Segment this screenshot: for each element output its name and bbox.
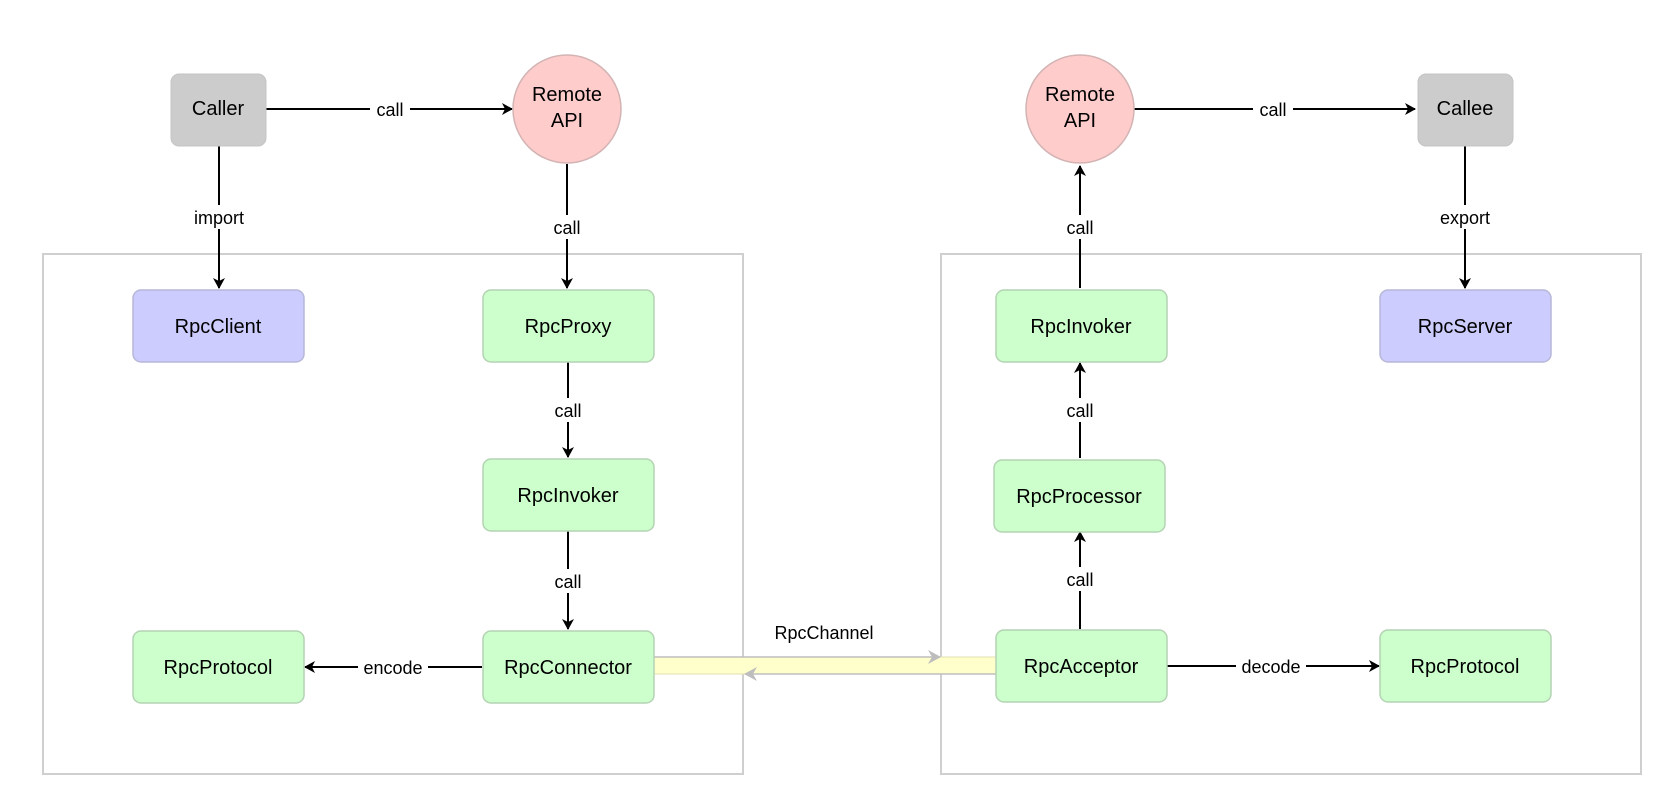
edge-label-text: decode <box>1241 657 1300 677</box>
node-rpc-client: RpcClient <box>132 289 305 363</box>
node-caller: Caller <box>170 73 267 147</box>
edge-label-encode: encode <box>358 655 428 679</box>
node-rpc-protocol-right-label: RpcProtocol <box>1411 656 1520 678</box>
edge-label-text: call <box>1066 218 1093 238</box>
edge-label-text: call <box>1066 570 1093 590</box>
edge-label-api-proxy-call: call <box>547 215 587 239</box>
node-rpc-connector: RpcConnector <box>482 630 655 704</box>
edge-label-import: import <box>185 205 253 229</box>
node-remote-api-left-line1: Remote <box>532 84 602 106</box>
edge-label-processor-invoker-call: call <box>1060 398 1100 422</box>
node-remote-api-left: Remote API <box>512 54 622 164</box>
node-rpc-acceptor-label: RpcAcceptor <box>1024 656 1139 678</box>
edge-label-text: call <box>1259 100 1286 120</box>
node-caller-label: Caller <box>192 98 245 120</box>
node-rpc-invoker-left: RpcInvoker <box>482 458 655 532</box>
edge-label-api-callee-call: call <box>1253 97 1293 121</box>
edge-label-text: call <box>554 572 581 592</box>
node-remote-api-right: Remote API <box>1025 54 1135 164</box>
edge-label-decode: decode <box>1236 654 1306 678</box>
server-container <box>940 253 1642 775</box>
node-remote-api-left-line2: API <box>551 110 583 132</box>
rpc-channel-band <box>652 656 997 675</box>
node-remote-api-right-line1: Remote <box>1045 84 1115 106</box>
node-rpc-invoker-left-label: RpcInvoker <box>517 485 618 507</box>
node-rpc-invoker-right-label: RpcInvoker <box>1030 316 1131 338</box>
node-rpc-client-label: RpcClient <box>175 316 262 338</box>
node-rpc-protocol-left: RpcProtocol <box>132 630 305 704</box>
node-callee: Callee <box>1417 73 1514 147</box>
edge-label-text: call <box>376 100 403 120</box>
edge-label-invoker-connector-call: call <box>548 569 588 593</box>
edge-label-export: export <box>1431 205 1499 229</box>
node-callee-label: Callee <box>1437 98 1494 120</box>
node-rpc-processor: RpcProcessor <box>993 459 1166 533</box>
edge-label-acceptor-processor-call: call <box>1060 567 1100 591</box>
rpc-channel-label: RpcChannel <box>774 623 873 643</box>
edge-label-text: call <box>554 401 581 421</box>
client-container <box>42 253 744 775</box>
node-rpc-server: RpcServer <box>1379 289 1552 363</box>
edge-label-text: export <box>1440 208 1490 228</box>
node-rpc-server-label: RpcServer <box>1418 316 1513 338</box>
node-remote-api-right-line2: API <box>1064 110 1096 132</box>
node-rpc-protocol-right: RpcProtocol <box>1379 629 1552 703</box>
node-rpc-proxy: RpcProxy <box>482 289 655 363</box>
node-rpc-connector-label: RpcConnector <box>504 657 632 679</box>
edge-label-caller-call: call <box>370 97 410 121</box>
node-rpc-invoker-right: RpcInvoker <box>995 289 1168 363</box>
edge-label-text: import <box>194 208 244 228</box>
node-rpc-proxy-label: RpcProxy <box>525 316 612 338</box>
node-rpc-processor-label: RpcProcessor <box>1016 486 1142 508</box>
edge-label-invoker-api-call: call <box>1060 215 1100 239</box>
edge-label-proxy-invoker-call: call <box>548 398 588 422</box>
edge-label-text: encode <box>363 658 422 678</box>
edge-label-text: call <box>1066 401 1093 421</box>
node-rpc-acceptor: RpcAcceptor <box>995 629 1168 703</box>
node-rpc-protocol-left-label: RpcProtocol <box>164 657 273 679</box>
edge-label-text: call <box>553 218 580 238</box>
